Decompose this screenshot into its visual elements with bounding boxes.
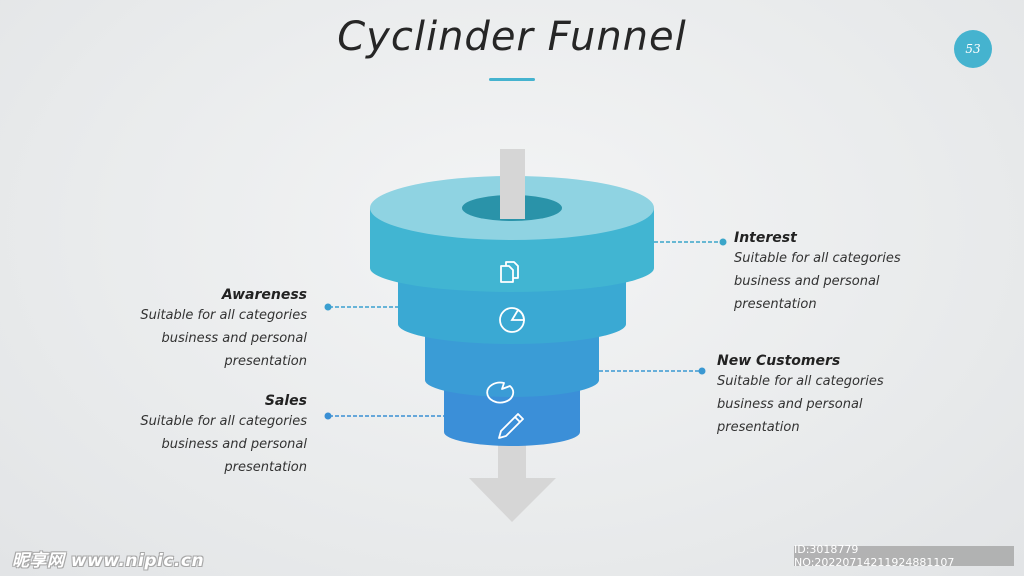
label-interest: Interest Suitable for all categories bus… — [734, 229, 954, 316]
label-interest-line1: Suitable for all categories — [734, 251, 901, 266]
label-new-customers: New Customers Suitable for all categorie… — [717, 352, 937, 439]
funnel-tier-3 — [425, 330, 599, 397]
label-sales-line3: presentation — [224, 460, 307, 475]
pencil-icon — [498, 413, 524, 439]
slide-title: Cyclinder Funnel — [337, 14, 687, 60]
label-new-customers-title: New Customers — [717, 353, 841, 369]
funnel-tier-4 — [444, 385, 580, 446]
label-awareness: Awareness Suitable for all categories bu… — [107, 286, 307, 373]
label-new-customers-line1: Suitable for all categories — [717, 374, 884, 389]
connector-awareness — [324, 303, 398, 311]
speech-bubble-icon — [486, 381, 515, 404]
label-new-customers-line2: business and personal — [717, 397, 863, 412]
label-interest-line3: presentation — [734, 297, 817, 312]
label-new-customers-line3: presentation — [717, 420, 800, 435]
label-sales-title: Sales — [264, 393, 307, 409]
label-awareness-line1: Suitable for all categories — [140, 308, 307, 323]
label-awareness-line2: business and personal — [161, 331, 307, 346]
connector-sales — [324, 412, 444, 420]
label-interest-line2: business and personal — [734, 274, 880, 289]
label-sales-line1: Suitable for all categories — [140, 414, 307, 429]
watermark-site: 昵享网 www.nipic.cn — [12, 551, 205, 571]
funnel-tier-2 — [398, 275, 626, 344]
documents-icon — [500, 261, 519, 283]
label-awareness-line3: presentation — [224, 354, 307, 369]
label-interest-title: Interest — [734, 230, 797, 246]
title-underline — [489, 78, 535, 81]
connector-new-customers — [599, 367, 706, 375]
output-arrow — [469, 440, 556, 522]
page-number-badge: 53 — [954, 30, 992, 68]
watermark-id: ID:3018779 NO:20220714211924881107 — [794, 543, 1014, 569]
label-sales-line2: business and personal — [161, 437, 307, 452]
pie-chart-icon — [499, 307, 525, 333]
label-sales: Sales Suitable for all categories busine… — [107, 392, 307, 479]
connector-interest — [654, 238, 727, 246]
funnel-tier-1 — [370, 149, 654, 292]
label-awareness-title: Awareness — [221, 287, 307, 303]
